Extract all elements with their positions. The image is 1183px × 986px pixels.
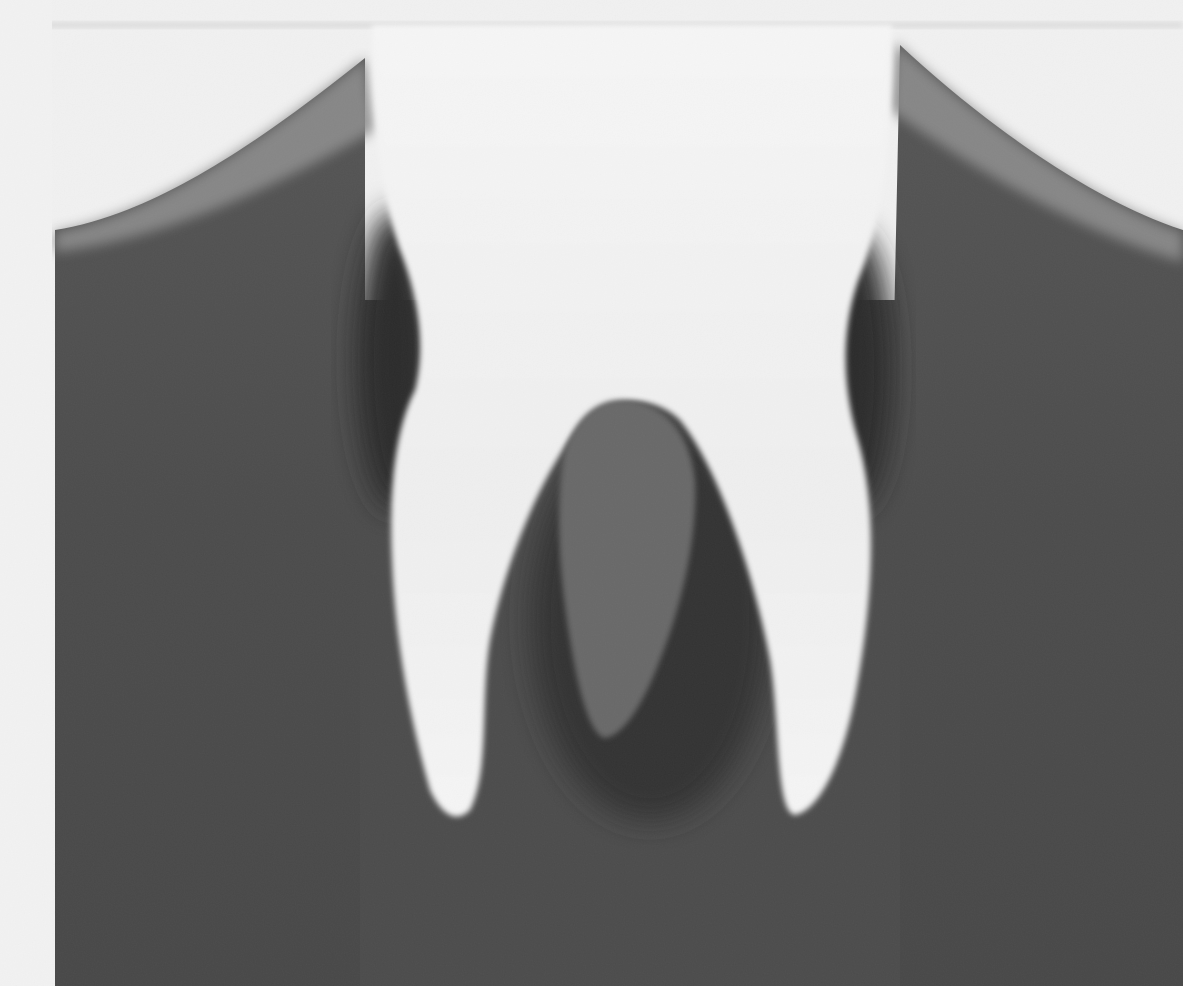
- radiograph-figure: [0, 0, 1183, 986]
- film-grain: [0, 0, 1183, 986]
- radiograph-canvas: [0, 0, 1183, 986]
